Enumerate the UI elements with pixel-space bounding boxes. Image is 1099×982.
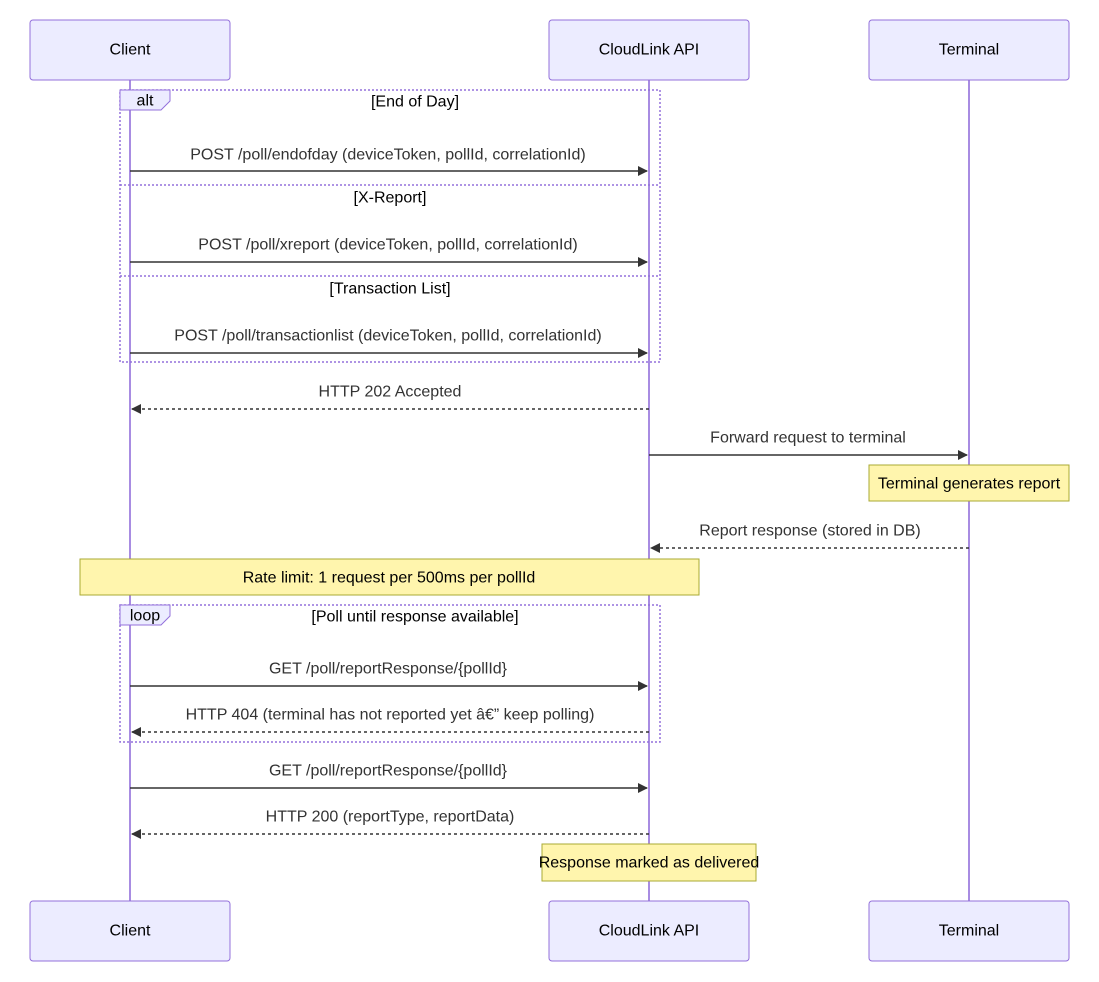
actor-terminal-bottom: Terminal: [868, 900, 1070, 962]
alt-condition-end-of-day: [End of Day]: [371, 94, 459, 111]
alt-condition-x-report: [X-Report]: [354, 190, 427, 207]
message-final-get: GET /poll/reportResponse/{pollId}: [130, 763, 648, 793]
message-http-404: HTTP 404 (terminal has not reported yet …: [131, 707, 649, 737]
message-label: GET /poll/reportResponse/{pollId}: [269, 763, 508, 780]
note-terminal-generates: Terminal generates report: [868, 464, 1070, 502]
note-rate-limit: Rate limit: 1 request per 500ms per poll…: [79, 558, 700, 596]
actor-label: Client: [110, 42, 151, 59]
message-label: Forward request to terminal: [710, 430, 906, 447]
loop-frame: loop [Poll until response available]: [119, 604, 661, 743]
message-label: POST /poll/endofday (deviceToken, pollId…: [190, 147, 585, 164]
loop-condition: [Poll until response available]: [311, 609, 518, 626]
actor-api-bottom: CloudLink API: [548, 900, 750, 962]
message-forward-request: Forward request to terminal: [649, 430, 968, 460]
note-response-delivered: Response marked as delivered: [539, 843, 760, 882]
message-http-200: HTTP 200 (reportType, reportData): [131, 809, 649, 839]
message-label: GET /poll/reportResponse/{pollId}: [269, 661, 508, 678]
message-label: HTTP 404 (terminal has not reported yet …: [186, 707, 595, 724]
actor-client-bottom: Client: [29, 900, 231, 962]
alt-frame: alt [End of Day] [X-Report] [Transaction…: [119, 89, 661, 363]
message-label: POST /poll/transactionlist (deviceToken,…: [174, 328, 601, 345]
note-label: Response marked as delivered: [539, 855, 760, 872]
loop-keyword: loop: [130, 608, 160, 625]
message-post-endofday: POST /poll/endofday (deviceToken, pollId…: [130, 147, 648, 176]
actor-client-top: Client: [29, 19, 231, 81]
alt-condition-transaction-list: [Transaction List]: [329, 281, 450, 298]
message-label: Report response (stored in DB): [699, 523, 920, 540]
actor-label: Terminal: [939, 923, 999, 940]
alt-keyword: alt: [137, 93, 154, 110]
message-label: HTTP 202 Accepted: [319, 384, 462, 401]
actor-terminal-top: Terminal: [868, 19, 1070, 81]
actor-label: Terminal: [939, 42, 999, 59]
message-post-xreport: POST /poll/xreport (deviceToken, pollId,…: [130, 237, 648, 267]
message-post-transactionlist: POST /poll/transactionlist (deviceToken,…: [130, 328, 648, 358]
actor-label: Client: [110, 923, 151, 940]
note-label: Terminal generates report: [878, 476, 1061, 493]
message-report-response: Report response (stored in DB): [650, 523, 969, 553]
message-http-202: HTTP 202 Accepted: [131, 384, 649, 414]
note-label: Rate limit: 1 request per 500ms per poll…: [243, 570, 536, 587]
actor-api-top: CloudLink API: [548, 19, 750, 81]
message-label: HTTP 200 (reportType, reportData): [266, 809, 515, 826]
message-loop-get: GET /poll/reportResponse/{pollId}: [130, 661, 648, 691]
actor-label: CloudLink API: [599, 42, 700, 59]
actor-label: CloudLink API: [599, 923, 700, 940]
message-label: POST /poll/xreport (deviceToken, pollId,…: [198, 237, 577, 254]
